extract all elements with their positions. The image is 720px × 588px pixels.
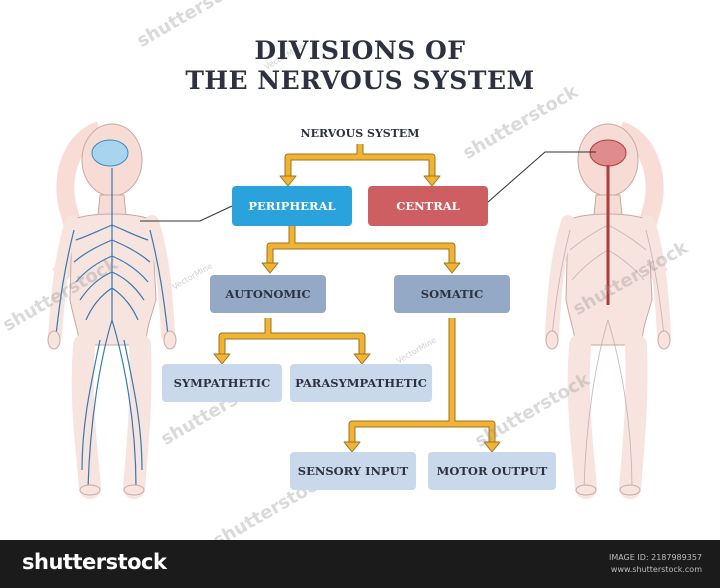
title-line-2: THE NERVOUS SYSTEM <box>185 66 535 95</box>
peripheral-branch-arrow <box>266 226 456 265</box>
somatic-branch-arrow <box>348 318 496 444</box>
image-id-block: IMAGE ID: 2187989357 www.shutterstock.co… <box>609 552 702 576</box>
arrowhead-autonomic <box>261 262 279 274</box>
arrowhead-peripheral <box>279 175 297 187</box>
site-url: www.shutterstock.com <box>610 565 702 574</box>
node-autonomic: AUTONOMIC <box>210 275 326 313</box>
central-leader-line <box>487 151 596 203</box>
node-peripheral: PERIPHERAL <box>232 186 352 226</box>
node-sensory-input: SENSORY INPUT <box>290 452 416 490</box>
arrowhead-sensory-input <box>343 441 361 453</box>
node-motor-output: MOTOR OUTPUT <box>428 452 556 490</box>
shutterstock-logo: shutterstock <box>22 550 167 574</box>
node-somatic: SOMATIC <box>394 275 510 313</box>
root-branch-arrow <box>284 144 436 178</box>
arrowhead-sympathetic <box>213 353 231 365</box>
arrowhead-central <box>423 175 441 187</box>
peripheral-leader-line <box>140 205 233 222</box>
arrowhead-motor-output <box>483 441 501 453</box>
diagram-canvas: shutterstock shutterstock shutterstock s… <box>0 0 692 540</box>
arrowhead-somatic <box>443 262 461 274</box>
stock-footer-bar: shutterstock IMAGE ID: 2187989357 www.sh… <box>0 540 720 588</box>
node-parasympathetic: PARASYMPATHETIC <box>290 364 432 402</box>
diagram-art <box>47 121 671 499</box>
node-central: CENTRAL <box>368 186 488 226</box>
peripheral-nervous-system-figure <box>47 121 177 499</box>
arrowhead-parasympathetic <box>353 353 371 365</box>
connector-arrows <box>213 144 501 453</box>
title-line-1: DIVISIONS OF <box>254 36 466 65</box>
autonomic-branch-arrow <box>218 318 366 356</box>
central-nervous-system-figure <box>545 121 671 499</box>
image-id-label: IMAGE ID: 2187989357 <box>608 553 702 562</box>
node-nervous-system: NERVOUS SYSTEM <box>300 127 420 140</box>
node-sympathetic: SYMPATHETIC <box>162 364 282 402</box>
